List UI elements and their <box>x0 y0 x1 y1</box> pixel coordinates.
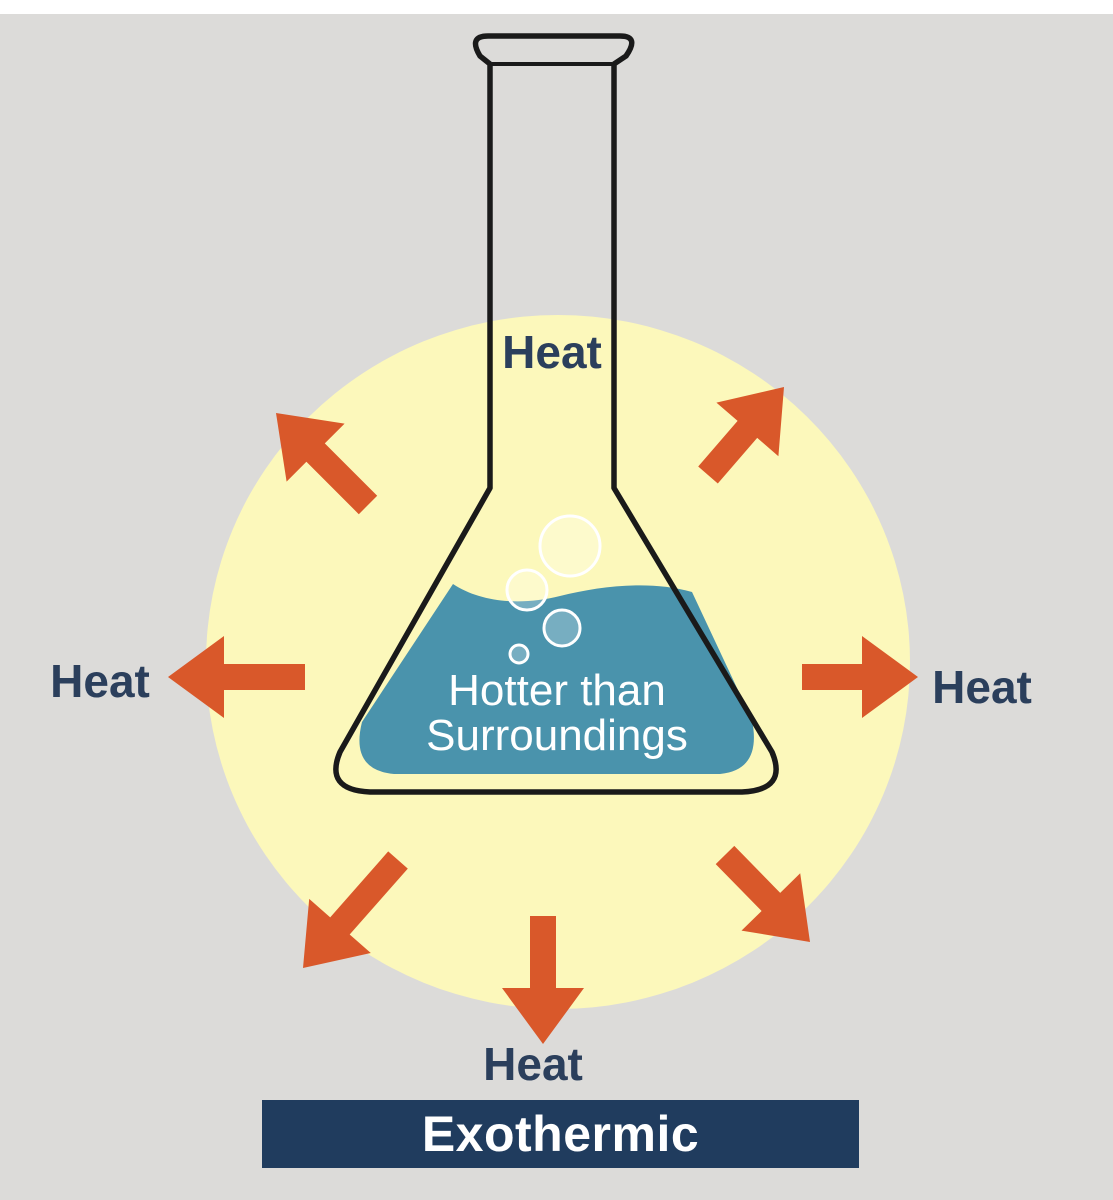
arrow-icon-down-left <box>303 851 408 968</box>
bubble-icon <box>542 608 582 648</box>
heat-label-right: Heat <box>932 661 1032 713</box>
bubble-icon <box>505 568 549 612</box>
arrow-icon-down-right <box>715 845 810 942</box>
heat-label-top: Heat <box>502 326 602 378</box>
bubble-icon <box>508 643 530 665</box>
flask-text-line2: Surroundings <box>426 711 688 760</box>
arrow-icon-up-right <box>698 387 784 484</box>
flask-text-line1: Hotter than <box>448 666 666 715</box>
arrow-icon-right <box>802 636 918 718</box>
heat-arrows <box>168 387 918 1044</box>
flask-icon <box>333 33 779 795</box>
exothermic-banner: Exothermic <box>262 1100 859 1168</box>
banner-label: Exothermic <box>421 1106 700 1162</box>
heat-label-left: Heat <box>50 655 150 707</box>
bubbles <box>505 514 602 665</box>
heat-label-bottom: Heat <box>483 1038 583 1090</box>
arrow-icon-up-left <box>276 413 378 515</box>
bubble-icon <box>538 514 602 578</box>
arrow-icon-left <box>168 636 305 718</box>
arrow-icon-down <box>502 916 584 1044</box>
flask-liquid <box>359 584 754 774</box>
